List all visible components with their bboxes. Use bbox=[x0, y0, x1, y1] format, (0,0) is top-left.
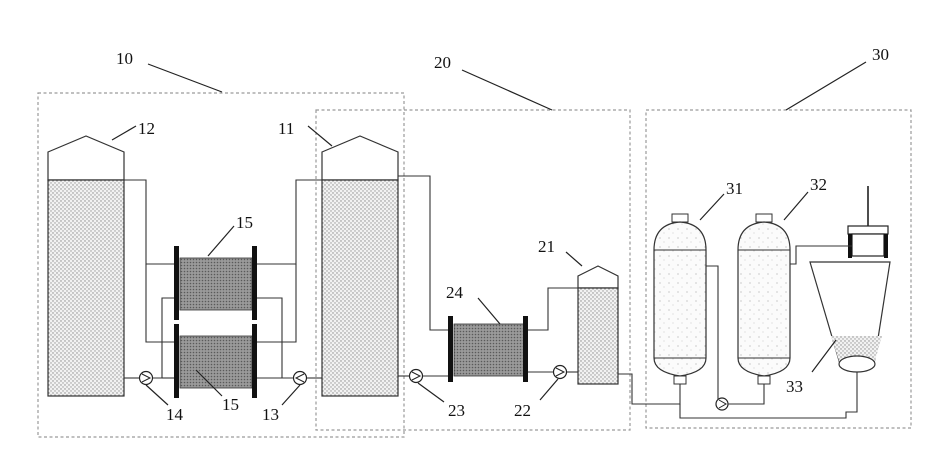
leader-23 bbox=[418, 383, 444, 402]
label-13: 13 bbox=[262, 405, 279, 424]
label-21: 21 bbox=[538, 237, 555, 256]
label-32: 32 bbox=[810, 175, 827, 194]
stack-24 bbox=[448, 316, 528, 382]
leader-15-top bbox=[208, 226, 234, 256]
tank-12 bbox=[48, 136, 124, 396]
leader-11 bbox=[308, 126, 332, 146]
pump-14 bbox=[140, 372, 153, 385]
leader-21 bbox=[566, 252, 582, 266]
label-30: 30 bbox=[872, 45, 889, 64]
separator-33 bbox=[810, 186, 890, 372]
leader-14 bbox=[146, 385, 168, 405]
label-33: 33 bbox=[786, 377, 803, 396]
tank-11 bbox=[322, 136, 398, 396]
stack-15-upper bbox=[174, 246, 257, 320]
label-20: 20 bbox=[434, 53, 451, 72]
pump-13 bbox=[294, 372, 307, 385]
leader-30 bbox=[786, 62, 866, 110]
vessel-32 bbox=[738, 214, 790, 384]
leader-31 bbox=[700, 194, 724, 220]
label-14: 14 bbox=[166, 405, 184, 424]
label-24: 24 bbox=[446, 283, 464, 302]
label-31: 31 bbox=[726, 179, 743, 198]
label-12: 12 bbox=[138, 119, 155, 138]
leader-13 bbox=[282, 385, 300, 405]
pump-23 bbox=[410, 370, 423, 383]
tank-21 bbox=[578, 266, 618, 384]
stack-15-lower bbox=[174, 324, 257, 398]
label-23: 23 bbox=[448, 401, 465, 420]
pump-30 bbox=[716, 398, 728, 410]
leader-20 bbox=[462, 70, 552, 110]
label-15-bottom: 15 bbox=[222, 395, 239, 414]
leader-12 bbox=[112, 126, 136, 140]
leader-10 bbox=[148, 64, 222, 92]
vessel-31 bbox=[654, 214, 706, 384]
pump-22 bbox=[554, 366, 567, 379]
label-11: 11 bbox=[278, 119, 294, 138]
leader-24 bbox=[478, 298, 500, 324]
leader-22 bbox=[540, 379, 558, 400]
label-22: 22 bbox=[514, 401, 531, 420]
leader-33 bbox=[812, 340, 836, 372]
label-10: 10 bbox=[116, 49, 133, 68]
leader-32 bbox=[784, 192, 808, 220]
label-15-top: 15 bbox=[236, 213, 253, 232]
